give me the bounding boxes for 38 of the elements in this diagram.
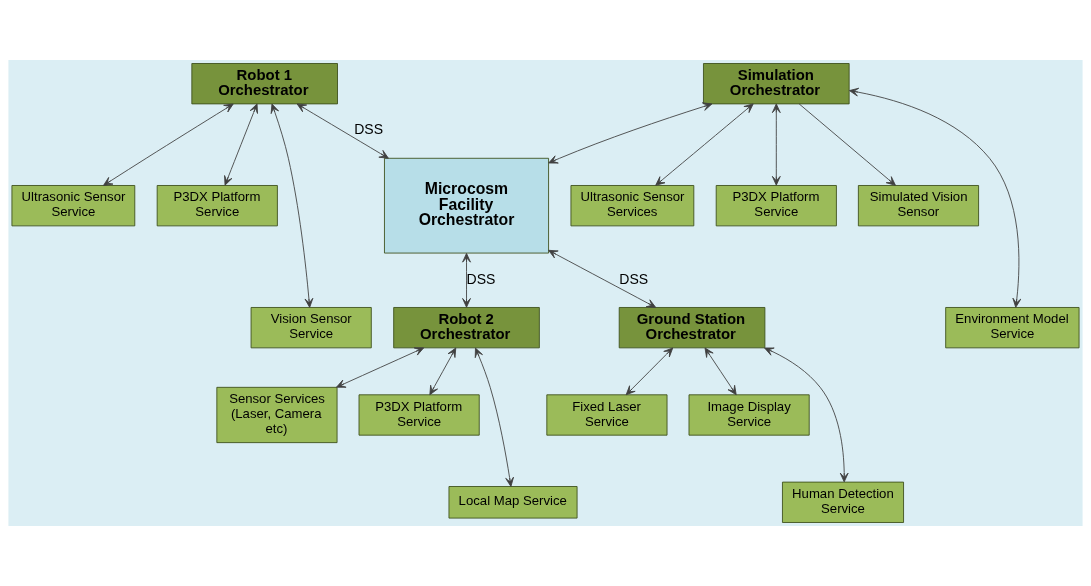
arrow <box>429 347 457 396</box>
node-box: P3DX Platform Service <box>156 185 278 227</box>
arrow <box>103 103 234 186</box>
arrow <box>704 347 737 396</box>
arrow <box>548 249 657 308</box>
node-box: P3DX Platform Service <box>358 394 480 436</box>
node-box: Fixed Laser Service <box>546 394 668 436</box>
node-box: Environment Model Service <box>945 307 1080 349</box>
arrow <box>625 347 674 396</box>
node-box: Ground Station Orchestrator <box>618 307 766 349</box>
arrow <box>655 103 754 186</box>
node-box: Ultrasonic Sensor Services <box>570 185 695 227</box>
arrow <box>296 103 389 159</box>
node-box: Robot 2 Orchestrator <box>393 307 540 349</box>
node-box: Simulation Orchestrator <box>703 63 850 105</box>
edge-label: DSS <box>466 270 496 287</box>
node-box: Image Display Service <box>688 394 810 436</box>
arrow <box>462 252 471 308</box>
arrow <box>474 347 514 487</box>
node-box: Human Detection Service <box>782 481 904 523</box>
arrow <box>798 103 896 186</box>
edge-label: DSS <box>354 121 384 138</box>
node-box: P3DX Platform Service <box>715 185 837 227</box>
arrow <box>548 102 713 164</box>
node-box: Local Map Service <box>448 486 578 519</box>
node-box: Robot 1 Orchestrator <box>191 63 338 105</box>
arrow <box>336 347 425 388</box>
node-box: Vision Sensor Service <box>250 307 372 349</box>
arrow <box>764 347 849 483</box>
arrow <box>270 103 314 308</box>
node-box: Sensor Services (Laser, Camera etc) <box>216 386 338 444</box>
node-box: Simulated Vision Sensor <box>857 185 980 227</box>
node-box: Microcosm Facility Orchestrator <box>384 157 549 254</box>
edge-label: DSS <box>619 270 649 287</box>
arrow <box>224 103 258 186</box>
arrow <box>848 87 1022 308</box>
node-box: Ultrasonic Sensor Service <box>11 185 136 227</box>
arrow <box>771 103 781 186</box>
